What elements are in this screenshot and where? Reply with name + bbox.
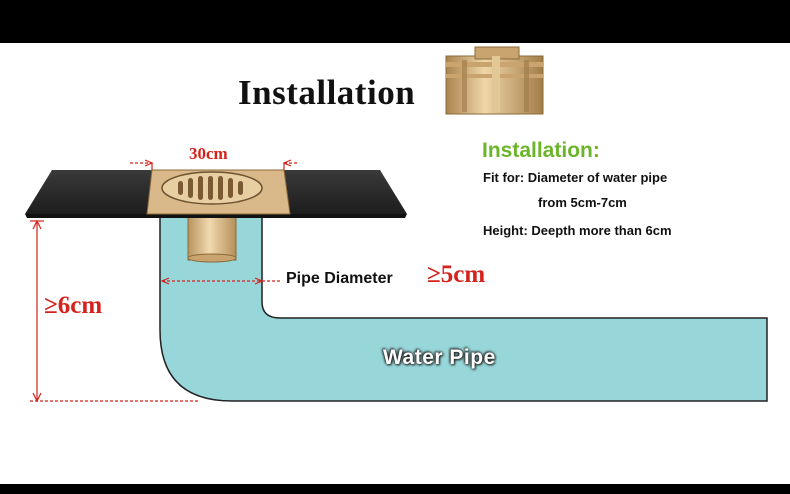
floor-tile-edge [25,214,407,218]
installation-heading: Installation: [482,139,600,162]
pipe-diameter-dimension [160,277,282,285]
drain-body-bottom [187,253,237,263]
width-label: 30cm [189,144,228,163]
drain-body [187,213,237,261]
floor-drain-product-icon [445,46,544,115]
water-pipe-label: Water Pipe [383,346,496,369]
pipe-diameter-label: Pipe Diameter [286,270,393,287]
fit-for-text: Fit for: Diameter of water pipe [483,170,668,185]
pipe-min-label: ≥5cm [427,261,486,288]
bottom-black-bar [0,484,790,494]
water-pipe [159,213,768,402]
diameter-range-text: from 5cm-7cm [538,195,627,210]
floor-drain-grate-icon [146,169,291,215]
top-black-bar [0,0,790,43]
depth-dimension [30,219,200,403]
page-title: Installation [238,73,416,112]
height-text: Height: Deepth more than 6cm [483,223,672,238]
width-dimension [130,159,298,170]
depth-label: ≥6cm [44,292,103,319]
